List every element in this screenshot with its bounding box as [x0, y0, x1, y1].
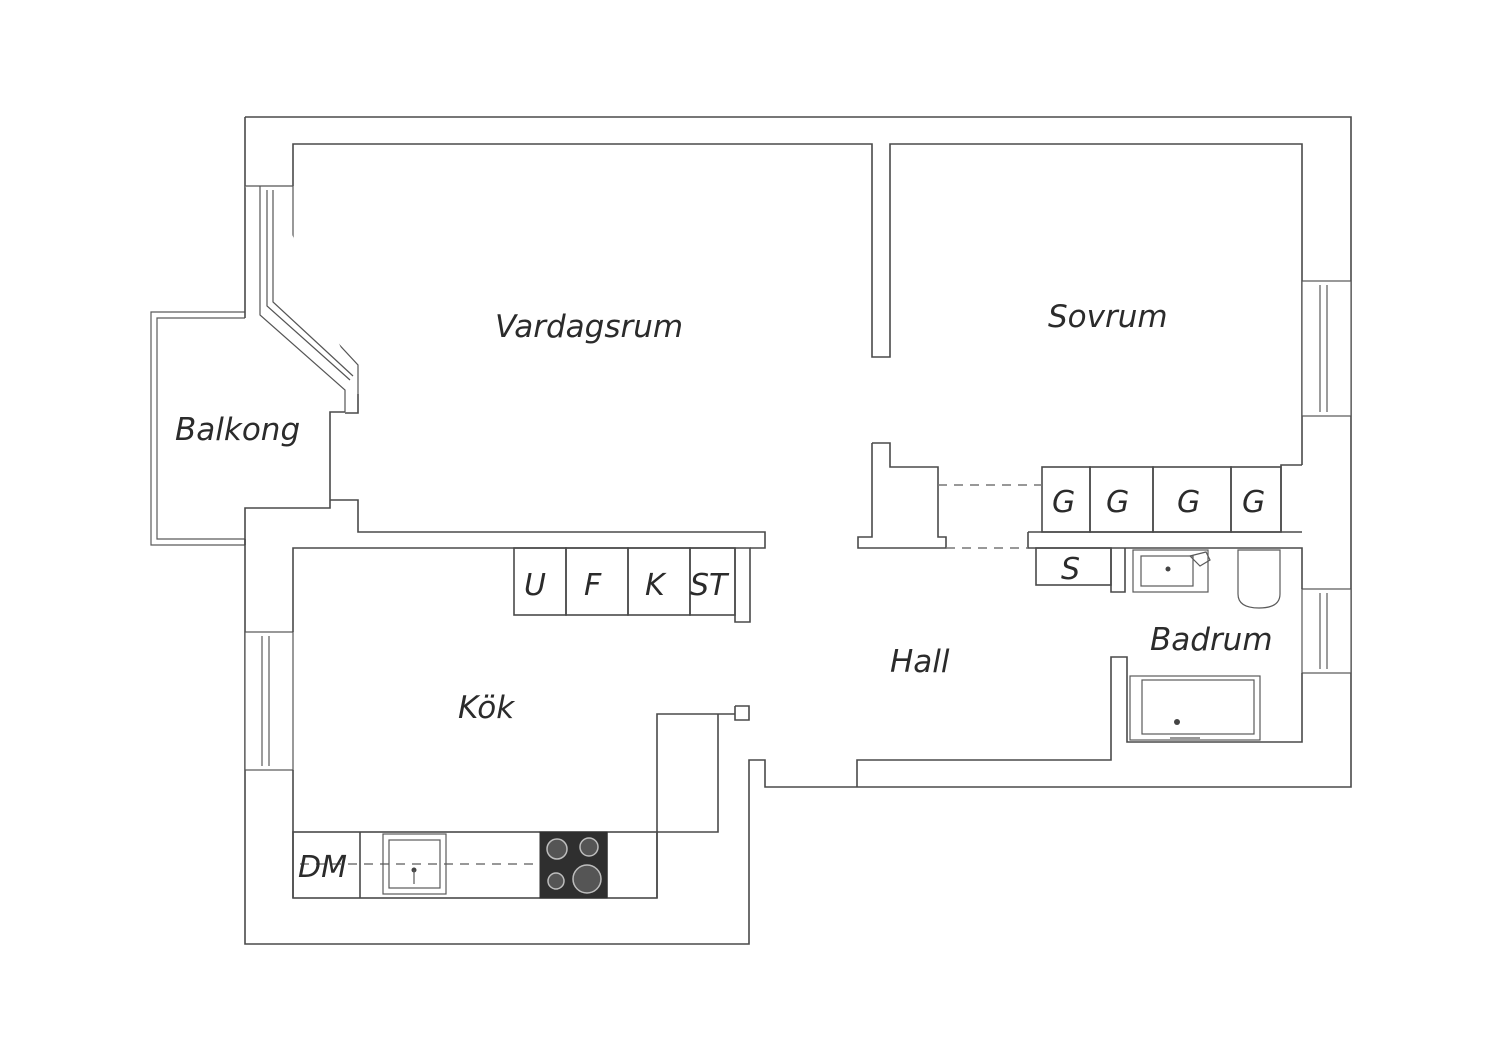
hob-icon — [539, 831, 608, 899]
kitchen-walls — [292, 547, 751, 898]
label-living-room: Vardagsrum — [495, 309, 683, 345]
label-bedroom: Sovrum — [1048, 299, 1168, 335]
bedroom-window — [1301, 280, 1352, 417]
label-freezer: F — [584, 568, 602, 603]
label-wardrobe: G — [1177, 485, 1200, 520]
label-wardrobe: G — [1106, 485, 1129, 520]
hall-partition — [857, 442, 947, 549]
balcony — [150, 311, 245, 546]
label-dishwasher: DM — [298, 850, 347, 885]
label-balcony: Balkong — [175, 412, 300, 448]
label-cabinet: S — [1061, 552, 1080, 587]
label-wardrobe: G — [1242, 485, 1265, 520]
kitchen-window — [244, 631, 294, 771]
label-broom-closet: ST — [690, 568, 730, 603]
label-bathroom: Badrum — [1150, 622, 1273, 658]
label-wardrobe: G — [1052, 485, 1075, 520]
label-fridge: K — [645, 568, 667, 603]
bathroom — [856, 549, 1303, 787]
bathroom-window — [1301, 588, 1352, 674]
label-hall: Hall — [890, 644, 950, 680]
kitchen-tall-units — [513, 547, 736, 616]
hall-closet — [1035, 547, 1126, 593]
living-room — [292, 143, 1303, 549]
outer-walls — [244, 116, 1352, 945]
label-kitchen: Kök — [458, 690, 515, 726]
label-oven: U — [524, 568, 546, 603]
bedroom-wardrobes — [938, 464, 1303, 589]
bay-window — [245, 185, 359, 412]
